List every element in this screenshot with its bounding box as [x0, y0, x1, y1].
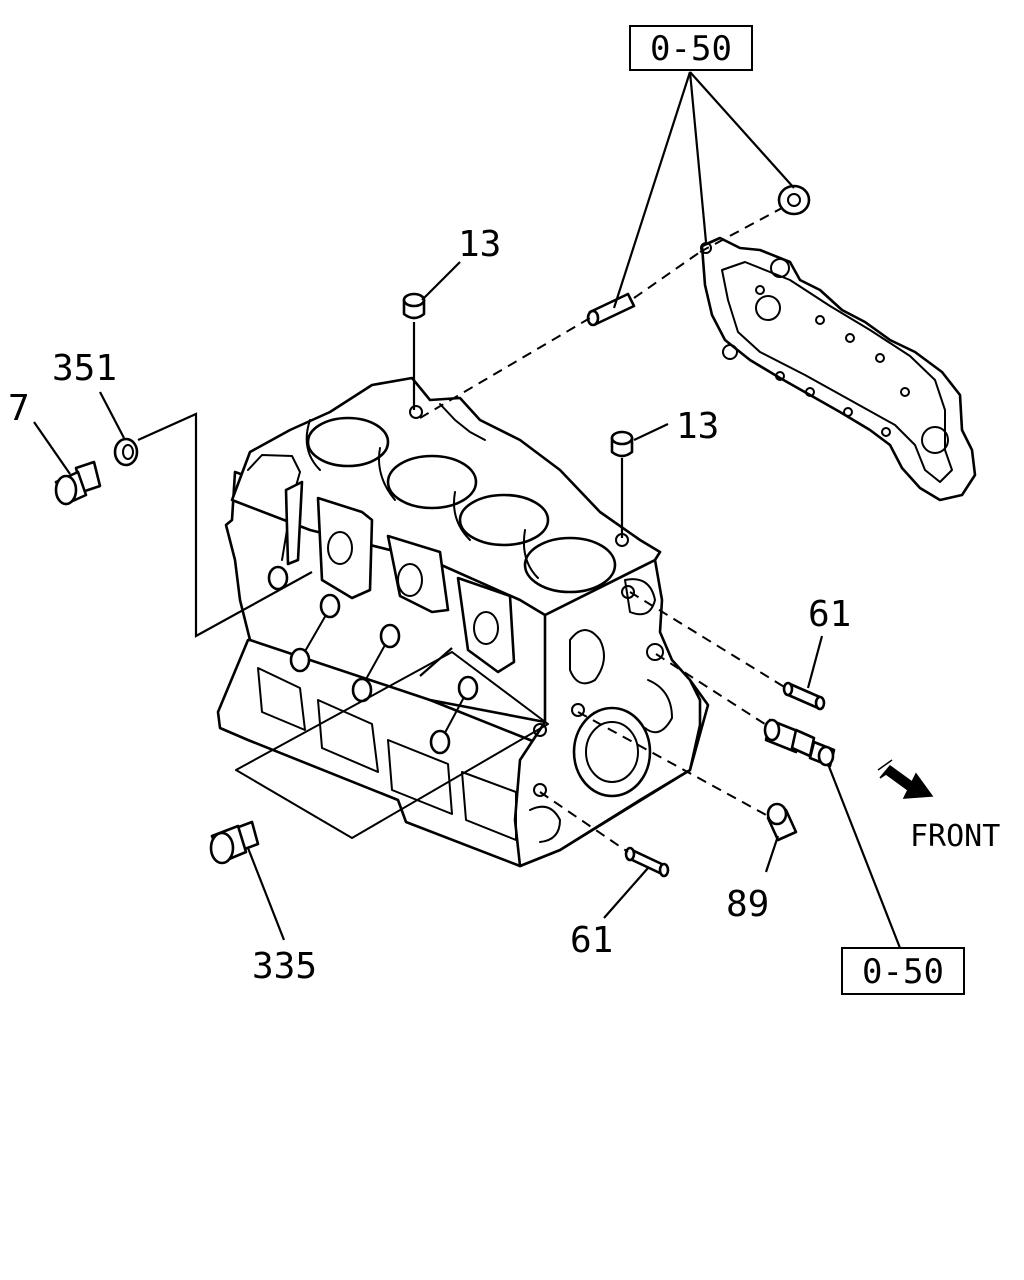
leader-lines [33, 71, 902, 949]
explode-lines [137, 207, 787, 853]
dowel-pin-61-lower [624, 846, 670, 878]
callout-13-lower: 13 [676, 406, 719, 447]
callout-61-lower: 61 [570, 920, 613, 961]
ref-label-bottom: 0-50 [862, 952, 944, 992]
ref-box-bottom[interactable]: 0-50 [841, 947, 965, 995]
ref-label-top: 0-50 [650, 29, 732, 69]
head-dowel-pin [586, 292, 636, 327]
drain-plug-7 [54, 460, 102, 506]
head-gasket [700, 236, 977, 502]
oil-jet-valve [763, 718, 836, 768]
callout-335: 335 [252, 946, 317, 987]
bush-89 [766, 802, 798, 842]
sealant-area-outline [235, 651, 549, 839]
plug-335 [209, 820, 260, 865]
callout-351: 351 [52, 348, 117, 389]
washer-351 [113, 437, 139, 467]
plug-13-upper [402, 292, 426, 320]
front-direction-label: FRONT [910, 819, 1000, 854]
callout-61-upper: 61 [808, 594, 851, 635]
callout-13-upper: 13 [458, 224, 501, 265]
arrow-down-right-icon [877, 759, 934, 799]
ref-box-top[interactable]: 0-50 [629, 25, 753, 71]
callout-89: 89 [726, 884, 769, 925]
gasket-dowel-sleeve [777, 184, 811, 216]
plug-13-lower [610, 430, 634, 458]
callout-7: 7 [8, 388, 30, 429]
cylinder-block [216, 376, 710, 868]
dowel-pin-61-upper [782, 681, 826, 711]
